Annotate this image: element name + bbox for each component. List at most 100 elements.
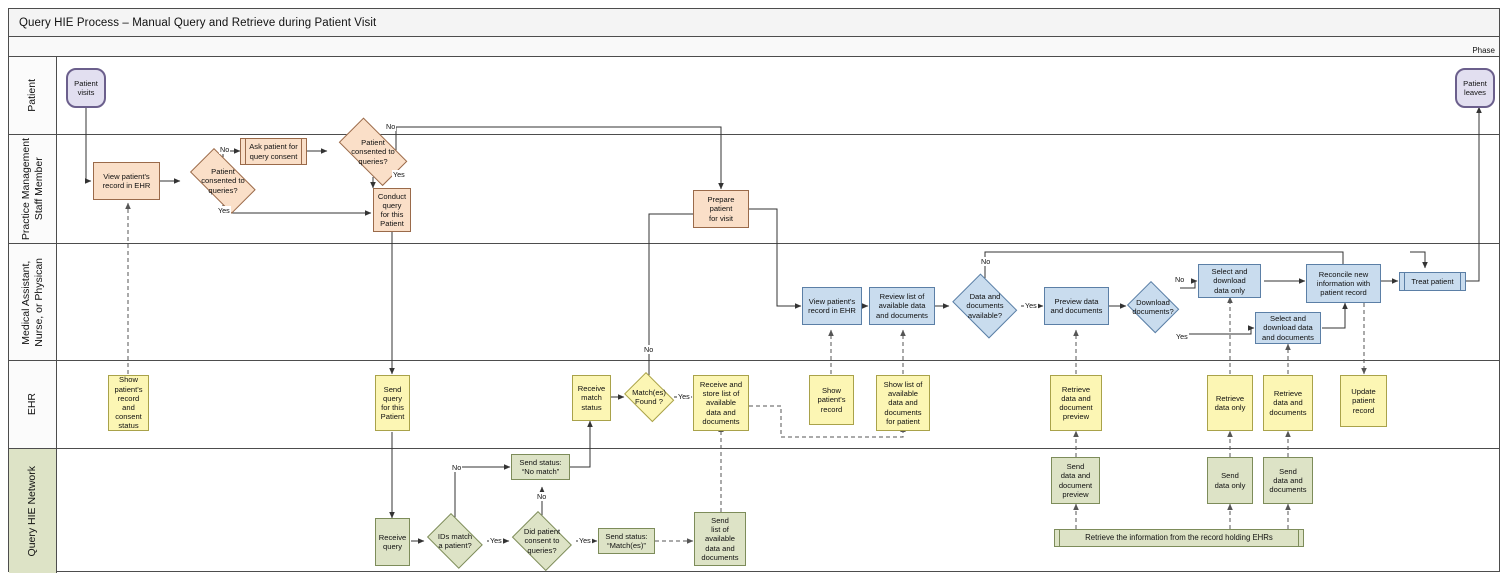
task-show-patient-record-and-consent-status[interactable]: Show patient's record and consent status xyxy=(108,375,149,431)
page-title: Query HIE Process – Manual Query and Ret… xyxy=(19,16,377,29)
node-label: Retrieve data and document preview xyxy=(1059,384,1093,422)
lane-label-ehr: EHR xyxy=(26,393,38,416)
gateway-matches-found[interactable]: Match(es) Found ? xyxy=(621,372,677,422)
node-label: Show patient's record xyxy=(817,386,846,414)
node-label: IDs match a patient? xyxy=(437,531,473,550)
node-label: Download documents? xyxy=(1132,297,1174,316)
node-label: Did patient consent to queries? xyxy=(523,527,561,555)
task-send-query-for-this-patient[interactable]: Send query for this Patient xyxy=(375,375,410,431)
event-patient-leaves[interactable]: Patient leaves xyxy=(1455,68,1495,108)
gateway-patient-consented-1[interactable]: Patient consented to queries? xyxy=(181,148,265,214)
lane-clinician: Medical Assistant, Nurse, or Physican xyxy=(9,244,1499,361)
task-send-status-matches[interactable]: Send status: “Match(es)” xyxy=(598,528,655,554)
edge-label-matches-yes: Yes xyxy=(677,392,691,401)
node-label: Send data and document preview xyxy=(1058,462,1093,499)
edge-label-download-yes: Yes xyxy=(1175,332,1189,341)
task-receive-and-store-list[interactable]: Receive and store list of available data… xyxy=(693,375,749,431)
node-label: Retrieve data only xyxy=(1214,393,1246,412)
task-conduct-query-for-this-patient[interactable]: Conduct query for this Patient xyxy=(373,188,411,232)
node-label: View patient's record in EHR xyxy=(102,171,151,190)
edge-label-consent1-no: No xyxy=(219,145,231,154)
task-select-download-data-only[interactable]: Select and download data only xyxy=(1198,264,1261,298)
node-label: Send list of available data and document… xyxy=(701,515,739,562)
node-label: Show list of available data and document… xyxy=(883,379,923,426)
task-receive-query[interactable]: Receive query xyxy=(375,518,410,566)
lane-label-patient: Patient xyxy=(26,79,38,112)
lane-patient: Patient xyxy=(9,57,1499,135)
node-label: Conduct query for this Patient xyxy=(377,191,407,229)
edge-label-consent2-no: No xyxy=(385,122,397,131)
lane-header-patient: Patient xyxy=(9,57,57,134)
node-label: Receive and store list of available data… xyxy=(699,379,743,426)
task-retrieve-data-only[interactable]: Retrieve data only xyxy=(1207,375,1253,431)
node-label: Send data only xyxy=(1214,471,1246,490)
node-label: Retrieve the information from the record… xyxy=(1085,533,1273,543)
gateway-did-patient-consent[interactable]: Did patient consent to queries? xyxy=(508,511,576,571)
node-label: Send status: “Match(es)” xyxy=(605,531,648,550)
lane-label-hie-network: Query HIE Network xyxy=(26,465,38,557)
node-label: Receive match status xyxy=(577,384,606,412)
event-patient-visits[interactable]: Patient visits xyxy=(66,68,106,108)
task-send-data-and-document-preview[interactable]: Send data and document preview xyxy=(1051,457,1100,504)
task-prepare-patient-for-visit[interactable]: Prepare patient for visit xyxy=(693,190,749,228)
node-label: Show patient's record and consent status xyxy=(114,375,143,431)
node-label: Prepare patient for visit xyxy=(707,195,735,223)
edge-label-download-no: No xyxy=(1174,275,1186,284)
node-label: Review list of available data and docume… xyxy=(876,292,928,320)
task-send-status-no-match[interactable]: Send status: “No match” xyxy=(511,454,570,480)
task-send-data-only[interactable]: Send data only xyxy=(1207,457,1253,504)
node-label: Patient visits xyxy=(74,78,98,97)
edge-label-did-consent-no: No xyxy=(536,492,548,501)
lane-body-patient xyxy=(57,57,1499,134)
lane-header-practice-management: Practice Management Staff Member xyxy=(9,135,57,243)
lane-header-hie-network: Query HIE Network xyxy=(9,449,57,573)
lane-ehr: EHR xyxy=(9,361,1499,449)
gateway-patient-consented-2[interactable]: Patient consented to queries? xyxy=(329,117,417,187)
node-label: Ask patient for query consent xyxy=(249,142,298,161)
task-receive-match-status[interactable]: Receive match status xyxy=(572,375,611,421)
node-label: Select and download data only xyxy=(1211,267,1248,295)
task-review-list-available-data[interactable]: Review list of available data and docume… xyxy=(869,287,935,325)
node-label: Treat patient xyxy=(1411,276,1454,286)
task-send-list-of-available-data[interactable]: Send list of available data and document… xyxy=(694,512,746,566)
subprocess-ask-patient-for-query-consent[interactable]: Ask patient for query consent xyxy=(240,138,307,165)
task-reconcile-new-information[interactable]: Reconcile new information with patient r… xyxy=(1306,264,1381,303)
edge-label-consent1-yes: Yes xyxy=(217,206,231,215)
task-update-patient-record[interactable]: Update patient record xyxy=(1340,375,1387,427)
task-retrieve-data-and-documents[interactable]: Retrieve data and documents xyxy=(1263,375,1313,431)
task-preview-data-and-documents[interactable]: Preview data and documents xyxy=(1044,287,1109,325)
edge-label-ids-match-yes: Yes xyxy=(489,536,503,545)
edge-label-did-consent-yes: Yes xyxy=(578,536,592,545)
edge-label-consent2-yes: Yes xyxy=(392,170,406,179)
task-view-patient-record-ehr-pm[interactable]: View patient's record in EHR xyxy=(93,162,160,200)
node-label: Patient consented to queries? xyxy=(201,167,245,195)
node-label: Select and download data and documents xyxy=(1262,314,1314,342)
node-label: Receive query xyxy=(378,532,407,551)
task-select-download-data-and-documents[interactable]: Select and download data and documents xyxy=(1255,312,1321,344)
phase-bar: Phase xyxy=(9,37,1499,57)
node-label: Send data and documents xyxy=(1269,466,1307,495)
edge-label-matches-no: No xyxy=(643,345,655,354)
edge-label-data-available-yes: Yes xyxy=(1024,301,1038,310)
gateway-ids-match-a-patient[interactable]: IDs match a patient? xyxy=(423,513,487,569)
node-label: View patient's record in EHR xyxy=(808,296,856,315)
task-show-list-available-data-for-patient[interactable]: Show list of available data and document… xyxy=(876,375,930,431)
node-label: Preview data and documents xyxy=(1050,296,1103,315)
task-show-patients-record[interactable]: Show patient's record xyxy=(809,375,854,425)
task-retrieve-data-and-document-preview[interactable]: Retrieve data and document preview xyxy=(1050,375,1102,431)
phase-label: Phase xyxy=(1472,46,1495,55)
gateway-download-documents[interactable]: Download documents? xyxy=(1125,281,1181,333)
lane-header-clinician: Medical Assistant, Nurse, or Physican xyxy=(9,244,57,360)
gateway-data-documents-available[interactable]: Data and documents available? xyxy=(948,273,1022,339)
task-send-data-and-documents[interactable]: Send data and documents xyxy=(1263,457,1313,504)
task-view-patient-record-ehr-clinician[interactable]: View patient's record in EHR xyxy=(802,287,862,325)
node-label: Reconcile new information with patient r… xyxy=(1316,269,1371,298)
node-label: Send status: “No match” xyxy=(519,457,562,476)
edge-label-data-available-no: No xyxy=(980,257,992,266)
lane-label-clinician: Medical Assistant, Nurse, or Physican xyxy=(19,257,45,347)
node-label: Retrieve data and documents xyxy=(1269,389,1307,417)
node-label: Patient consented to queries? xyxy=(351,138,395,166)
subprocess-retrieve-information-from-ehrs[interactable]: Retrieve the information from the record… xyxy=(1054,529,1304,547)
subprocess-treat-patient[interactable]: Treat patient xyxy=(1399,272,1466,291)
